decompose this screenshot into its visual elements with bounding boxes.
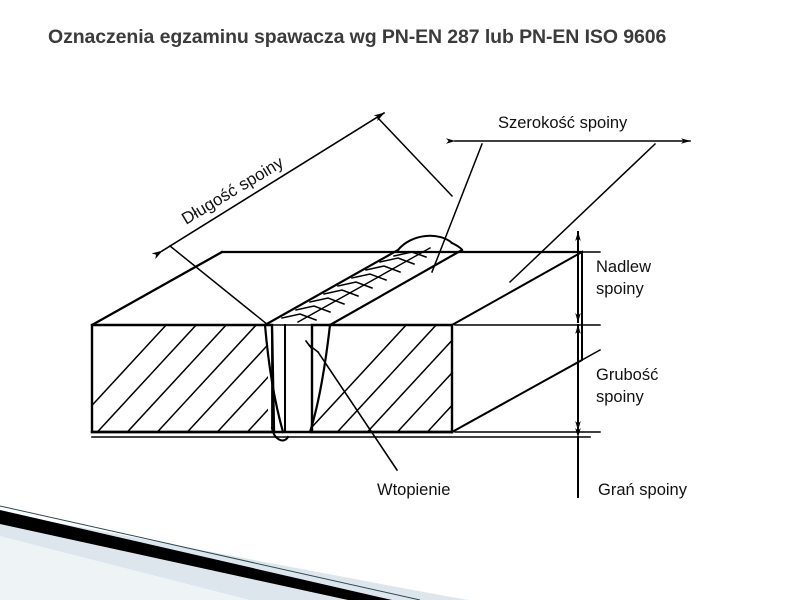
label-weld-thickness-line1: Grubość	[596, 366, 658, 384]
bead-ripples	[281, 251, 427, 321]
plate-far-edges	[90, 250, 224, 327]
width-dimension	[431, 138, 691, 284]
diagram-labels: Długość spoiny Szerokość spoiny Nadlew s…	[178, 114, 687, 499]
label-weld-reinforcement-line1: Nadlew	[596, 258, 651, 276]
bottom-face-outline	[90, 430, 591, 438]
hatching-right	[312, 325, 452, 432]
page-title: Oznaczenia egzaminu spawacza wg PN-EN 28…	[48, 26, 667, 48]
label-weld-width: Szerokość spoiny	[498, 114, 628, 132]
diagram-geometry	[90, 111, 691, 498]
weld-fusion-zone	[263, 323, 332, 442]
length-dimension	[151, 111, 454, 327]
plate-right-end-face	[451, 250, 583, 434]
label-weld-root: Grań spoiny	[598, 481, 688, 499]
label-penetration: Wtopienie	[377, 481, 450, 499]
label-weld-length: Długość spoiny	[178, 153, 287, 229]
weld-bead	[263, 234, 464, 327]
penetration-leader	[304, 339, 399, 472]
plate-left-section	[90, 323, 276, 434]
hatching-left	[92, 325, 268, 432]
vertical-dimensions	[454, 231, 601, 498]
plate-right-section	[310, 323, 454, 434]
label-weld-thickness-line2: spoiny	[596, 388, 644, 406]
label-weld-reinforcement-line2: spoiny	[596, 280, 644, 298]
